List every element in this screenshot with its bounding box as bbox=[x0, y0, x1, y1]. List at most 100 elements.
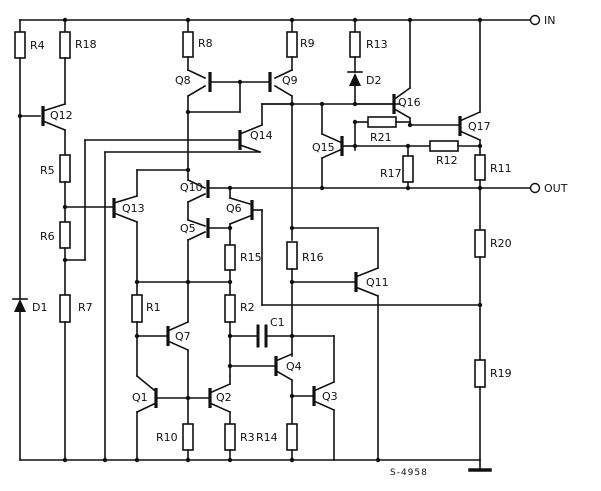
resistor-r8[interactable] bbox=[182, 31, 194, 58]
label-d2: D2 bbox=[366, 74, 381, 87]
wire bbox=[229, 197, 251, 205]
wire bbox=[320, 148, 342, 160]
junction bbox=[185, 457, 191, 463]
label-q16: Q16 bbox=[398, 96, 421, 109]
lower-stage: R1 Q7 R2 C1 bbox=[131, 281, 295, 425]
junction bbox=[62, 457, 68, 463]
label-q6: Q6 bbox=[226, 202, 242, 215]
resistor-r21[interactable] bbox=[367, 116, 397, 128]
wire bbox=[356, 286, 380, 298]
wire bbox=[273, 68, 294, 80]
output-stage: R13 D2 Q16 R21 Q15 bbox=[312, 17, 512, 461]
wire bbox=[113, 195, 138, 204]
resistor-r18[interactable] bbox=[59, 31, 71, 59]
wire bbox=[276, 352, 294, 362]
resistor-r13[interactable] bbox=[349, 31, 361, 58]
label-q13: Q13 bbox=[122, 202, 145, 215]
transistor-group-q13: Q13 bbox=[112, 169, 189, 295]
junction bbox=[102, 457, 108, 463]
left-branch: R4 D1 bbox=[12, 19, 47, 461]
feedback-path bbox=[102, 151, 261, 463]
diode-d2[interactable] bbox=[349, 73, 361, 86]
resistor-r20[interactable] bbox=[474, 229, 486, 258]
label-r13: R13 bbox=[366, 38, 388, 51]
resistor-r16[interactable] bbox=[286, 241, 298, 270]
resistor-r15[interactable] bbox=[224, 244, 236, 271]
label-q15: Q15 bbox=[312, 141, 335, 154]
wire bbox=[41, 119, 67, 132]
terminal-out[interactable]: OUT bbox=[529, 182, 568, 195]
label-r19: R19 bbox=[490, 367, 512, 380]
label-r10: R10 bbox=[156, 431, 178, 444]
label-r12: R12 bbox=[436, 154, 458, 167]
label-c1: C1 bbox=[270, 316, 285, 329]
wire bbox=[238, 143, 262, 154]
wire bbox=[314, 380, 336, 392]
terminal-in[interactable]: IN bbox=[529, 14, 556, 27]
wire bbox=[320, 132, 342, 144]
junction bbox=[477, 17, 483, 23]
resistor-r5[interactable] bbox=[59, 154, 71, 183]
label-r4: R4 bbox=[30, 39, 45, 52]
resistor-r4[interactable] bbox=[14, 31, 26, 59]
wire bbox=[135, 374, 156, 392]
label-r21: R21 bbox=[370, 131, 392, 144]
right-lower-stage: R16 Q11 Q4 R14 Q3 bbox=[256, 225, 389, 463]
wire bbox=[210, 382, 232, 394]
resistor-r1[interactable] bbox=[131, 294, 143, 323]
label-q10: Q10 bbox=[180, 181, 203, 194]
label-r18: R18 bbox=[75, 38, 97, 51]
label-q17: Q17 bbox=[468, 120, 491, 133]
junction bbox=[289, 457, 295, 463]
junction bbox=[405, 185, 411, 191]
resistor-r3[interactable] bbox=[224, 423, 236, 451]
resistor-r9[interactable] bbox=[286, 31, 298, 58]
label-r3: R3 bbox=[240, 431, 255, 444]
terminal-out-circle[interactable] bbox=[529, 182, 541, 194]
resistor-r11[interactable] bbox=[474, 154, 486, 181]
resistor-r2[interactable] bbox=[224, 294, 236, 323]
current-mirror-top: R8 Q8 R9 Q9 bbox=[175, 17, 401, 241]
resistor-r7[interactable] bbox=[59, 294, 71, 323]
wire bbox=[168, 320, 190, 332]
wire bbox=[168, 340, 190, 352]
resistor-r12[interactable] bbox=[429, 140, 459, 152]
label-r2: R2 bbox=[240, 301, 255, 314]
resistor-r14[interactable] bbox=[286, 423, 298, 451]
label-q11: Q11 bbox=[366, 276, 389, 289]
wire bbox=[238, 123, 264, 136]
label-r15: R15 bbox=[240, 251, 262, 264]
junction bbox=[134, 457, 140, 463]
label-r1: R1 bbox=[146, 301, 161, 314]
label-r5: R5 bbox=[40, 164, 55, 177]
label-r7: R7 bbox=[78, 301, 93, 314]
junction bbox=[407, 17, 413, 23]
junction bbox=[185, 167, 191, 173]
resistor-r10[interactable] bbox=[182, 423, 194, 451]
middle-stage: Q10 Q5 Q6 R15 bbox=[134, 178, 481, 306]
junction bbox=[477, 185, 483, 191]
diode-d1[interactable] bbox=[14, 299, 26, 312]
wire bbox=[394, 108, 412, 120]
label-q4: Q4 bbox=[286, 360, 302, 373]
wire bbox=[112, 211, 139, 224]
wire bbox=[460, 130, 482, 142]
resistor-r6[interactable] bbox=[59, 221, 71, 249]
wire bbox=[135, 402, 156, 414]
label-d1: D1 bbox=[32, 301, 47, 314]
junction bbox=[134, 279, 140, 285]
label-r17: R17 bbox=[380, 167, 402, 180]
supply-rails bbox=[19, 19, 531, 472]
label-q14: Q14 bbox=[250, 129, 273, 142]
resistor-r17[interactable] bbox=[402, 155, 414, 183]
terminal-in-circle[interactable] bbox=[529, 14, 541, 26]
wire bbox=[276, 370, 294, 382]
resistor-r19[interactable] bbox=[474, 359, 486, 388]
label-r14: R14 bbox=[256, 431, 278, 444]
wire bbox=[460, 110, 482, 122]
junction bbox=[227, 457, 233, 463]
label-q1: Q1 bbox=[132, 391, 148, 404]
bias-chain: R18 Q12 R5 R6 R7 bbox=[40, 17, 239, 463]
wire bbox=[273, 84, 294, 98]
